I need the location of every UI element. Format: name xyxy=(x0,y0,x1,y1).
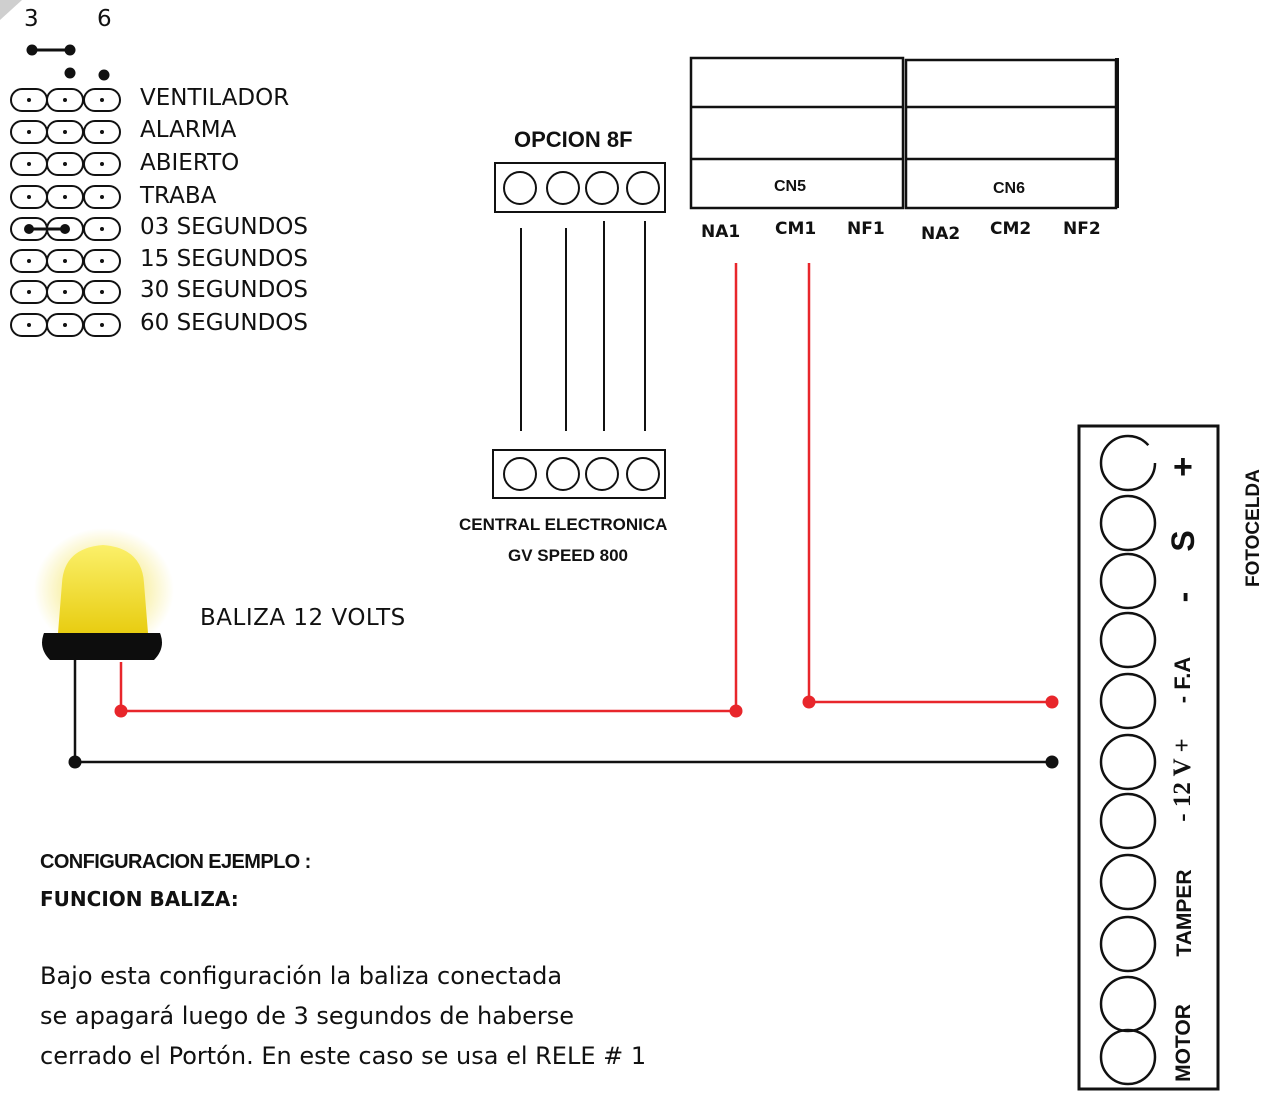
terminal-hole xyxy=(1099,611,1157,669)
pin-nf1: NF1 xyxy=(847,219,885,239)
config-description-line-1: Bajo esta configuración la baliza conect… xyxy=(40,962,563,990)
terminal-hole xyxy=(1099,733,1157,791)
central-label-line2: GV SPEED 800 xyxy=(508,546,629,565)
jumper-row xyxy=(10,152,121,176)
jumper-header xyxy=(26,44,110,81)
jumper-label-6: 6 xyxy=(97,6,112,32)
pin-na1: NA1 xyxy=(701,222,741,242)
terminal-strip xyxy=(1077,424,1220,1091)
jumper-row xyxy=(10,120,121,144)
fotocelda-label: FOTOCELDA xyxy=(1243,469,1264,587)
terminal-hole xyxy=(1099,434,1157,492)
terminal-hole xyxy=(1099,672,1157,730)
terminal-hole xyxy=(1099,494,1157,552)
terminal-label-minus: - xyxy=(1165,591,1201,603)
config-description-line-2: se apagará luego de 3 segundos de habers… xyxy=(40,1002,575,1030)
pin-cm2: CM2 xyxy=(990,219,1032,239)
option-ventilador: VENTILADOR xyxy=(140,85,290,111)
config-heading-2: FUNCION BALIZA: xyxy=(40,887,239,911)
terminal-label-12v: - 12 V + xyxy=(1169,738,1196,822)
jumper-label-3: 3 xyxy=(24,6,39,32)
pin-na2: NA2 xyxy=(921,224,961,244)
option-traba: TRABA xyxy=(140,183,217,209)
option-15-segundos: 15 SEGUNDOS xyxy=(140,246,308,272)
terminal-label-plus: + xyxy=(1173,448,1193,486)
option-03-segundos: 03 SEGUNDOS xyxy=(140,214,308,240)
terminal-hole xyxy=(1099,792,1157,850)
jumper-row xyxy=(10,185,121,209)
terminal-label-fa: - F.A xyxy=(1170,656,1195,704)
central-connector xyxy=(492,449,666,499)
cn6-label: CN6 xyxy=(993,180,1026,197)
jumper-row xyxy=(10,313,121,337)
central-label-line1: CENTRAL ELECTRONICA xyxy=(459,515,668,534)
option-8f-connector xyxy=(494,162,666,213)
jumper-row xyxy=(10,280,121,304)
config-heading-1: CONFIGURACION EJEMPLO : xyxy=(40,851,311,873)
beacon-lamp xyxy=(34,528,174,660)
option-8f-title: OPCION 8F xyxy=(514,127,633,152)
terminal-hole xyxy=(1099,853,1157,911)
relay-block xyxy=(689,56,1119,210)
jumper-row xyxy=(10,249,121,273)
option-abierto: ABIERTO xyxy=(140,150,240,176)
terminal-hole xyxy=(1099,915,1157,973)
jumper-row xyxy=(10,217,121,241)
cn5-label: CN5 xyxy=(774,178,807,195)
terminal-hole xyxy=(1099,975,1157,1033)
option-alarma: ALARMA xyxy=(140,117,237,143)
flat-cable xyxy=(520,221,646,431)
beacon-label: BALIZA 12 VOLTS xyxy=(200,605,406,631)
wire-nodes xyxy=(68,695,1059,769)
terminal-hole xyxy=(1099,1028,1157,1086)
corner-shade xyxy=(0,0,22,20)
option-30-segundos: 30 SEGUNDOS xyxy=(140,277,308,303)
pin-nf2: NF2 xyxy=(1063,219,1101,239)
terminal-hole xyxy=(1099,552,1157,610)
pin-cm1: CM1 xyxy=(775,219,817,239)
terminal-label-motor: MOTOR xyxy=(1172,1004,1195,1082)
jumper-block xyxy=(10,88,121,337)
terminal-label-tamper: TAMPER xyxy=(1173,869,1196,957)
terminal-label-s: S xyxy=(1165,530,1201,552)
option-60-segundos: 60 SEGUNDOS xyxy=(140,310,308,336)
config-description-line-3: cerrado el Portón. En este caso se usa e… xyxy=(40,1042,647,1070)
jumper-row xyxy=(10,88,121,112)
